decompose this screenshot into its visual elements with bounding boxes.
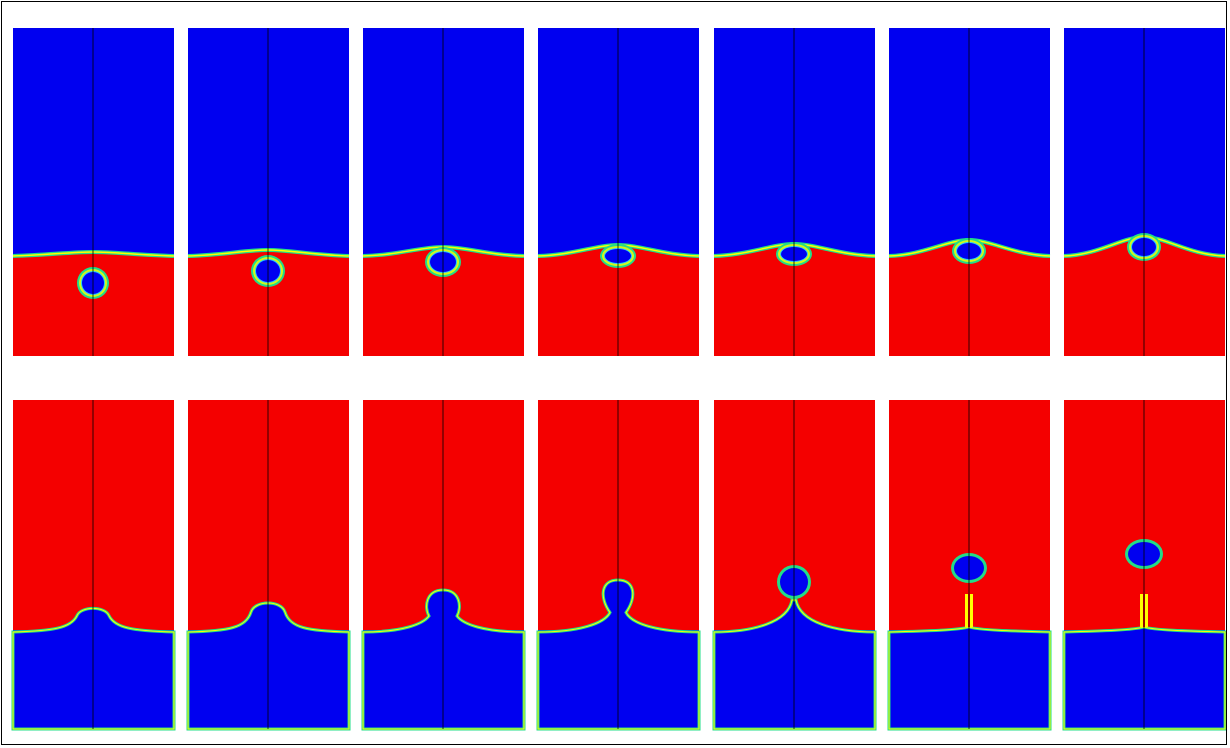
upper-phase [363,28,524,256]
frame-grid [13,28,1225,729]
upper-phase [1064,28,1225,256]
frame-12 [714,400,875,729]
frame-14 [1064,400,1225,729]
frame-7 [1064,28,1225,356]
frame-3 [363,28,524,356]
upper-phase [13,28,174,256]
upper-phase [538,28,699,256]
frame-10 [363,400,524,729]
frame-5 [714,28,875,356]
frame-6 [889,28,1050,356]
frame-2 [188,28,349,356]
lower-phase-interface [889,627,1050,729]
frame-4 [538,28,699,356]
frame-13 [889,400,1050,729]
frame-11 [538,400,699,729]
upper-phase [188,400,349,630]
upper-phase [188,28,349,256]
lower-phase-interface [1064,627,1225,729]
frame-9 [188,400,349,729]
upper-phase [714,28,875,256]
upper-phase [889,28,1050,256]
upper-phase [13,400,174,630]
frame-8 [13,400,174,729]
frame-1 [13,28,174,356]
